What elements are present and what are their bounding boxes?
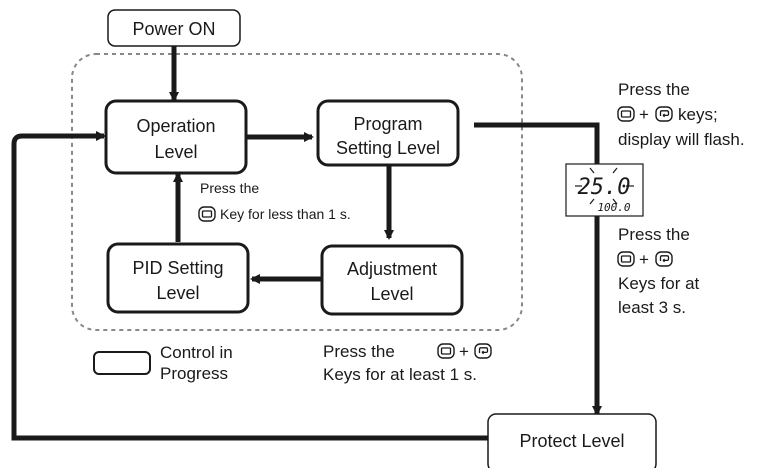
adjustment-level-node: Adjustment Level — [320, 244, 464, 316]
mode-key-icon — [617, 106, 635, 122]
inner-annotation-line2: Key for less than 1 s. — [220, 206, 351, 222]
return-key-icon — [655, 251, 673, 267]
display-frame — [565, 163, 644, 217]
adjustment-level-label-line2: Level — [370, 284, 413, 304]
power-on-node: Power ON — [107, 9, 241, 47]
return-key-icon — [474, 343, 492, 359]
inner-annotation-line1: Press the — [200, 180, 259, 196]
bottom-annotation: Press the + Keys for at least 1 s. — [323, 342, 492, 384]
program-setting-level-node: Program Setting Level — [316, 99, 460, 167]
operation-level-label-line1: Operation — [136, 116, 215, 136]
legend-line1: Control in — [160, 343, 233, 362]
display-main-value: 25.0 — [578, 175, 631, 200]
top-right-annotation-line1: Press the — [618, 80, 690, 99]
inner-annotation: Press the Key for less than 1 s. — [198, 180, 351, 222]
mid-right-annotation-plus: + — [639, 250, 649, 269]
mid-right-annotation-line1: Press the — [618, 225, 690, 244]
control-in-progress-boundary — [71, 53, 523, 331]
top-right-annotation-line3: display will flash. — [618, 130, 745, 149]
mid-right-annotation: Press the + Keys for at least 3 s. — [617, 225, 700, 317]
power-on-label: Power ON — [132, 19, 215, 39]
adjustment-level-label-line1: Adjustment — [347, 259, 437, 279]
mid-right-annotation-line3: Keys for at — [618, 274, 700, 293]
mode-key-icon — [617, 251, 635, 267]
arrow-protect-to-operation — [11, 131, 488, 441]
mode-key-icon — [437, 343, 455, 359]
mode-key-icon — [198, 206, 216, 222]
program-setting-level-label-line2: Setting Level — [336, 138, 440, 158]
top-right-annotation-plus: + — [639, 105, 649, 124]
legend-swatch — [93, 351, 151, 375]
legend: Control in Progress — [93, 343, 233, 383]
protect-level-label: Protect Level — [519, 431, 624, 451]
return-key-icon — [655, 106, 673, 122]
legend-line2: Progress — [160, 364, 228, 383]
program-setting-level-label-line1: Program — [353, 114, 422, 134]
flashing-display: 25.0 100.0 — [565, 163, 644, 217]
protect-level-node: Protect Level — [487, 413, 657, 468]
mid-right-annotation-line4: least 3 s. — [618, 298, 686, 317]
operation-level-label-line2: Level — [154, 142, 197, 162]
display-sub-value: 100.0 — [597, 201, 630, 214]
bottom-annotation-line2: Keys for at least 1 s. — [323, 365, 477, 384]
top-right-annotation-keys: keys; — [678, 105, 718, 124]
arrow-program-to-protect-line — [474, 122, 600, 468]
pid-setting-level-node: PID Setting Level — [106, 242, 250, 314]
bottom-annotation-plus: + — [459, 342, 469, 361]
pid-setting-level-label-line2: Level — [156, 283, 199, 303]
top-right-annotation: Press the + keys; display will flash. — [617, 80, 745, 149]
bottom-annotation-line1: Press the — [323, 342, 395, 361]
operation-level-node: Operation Level — [104, 99, 248, 175]
pid-setting-level-label-line1: PID Setting — [132, 258, 223, 278]
